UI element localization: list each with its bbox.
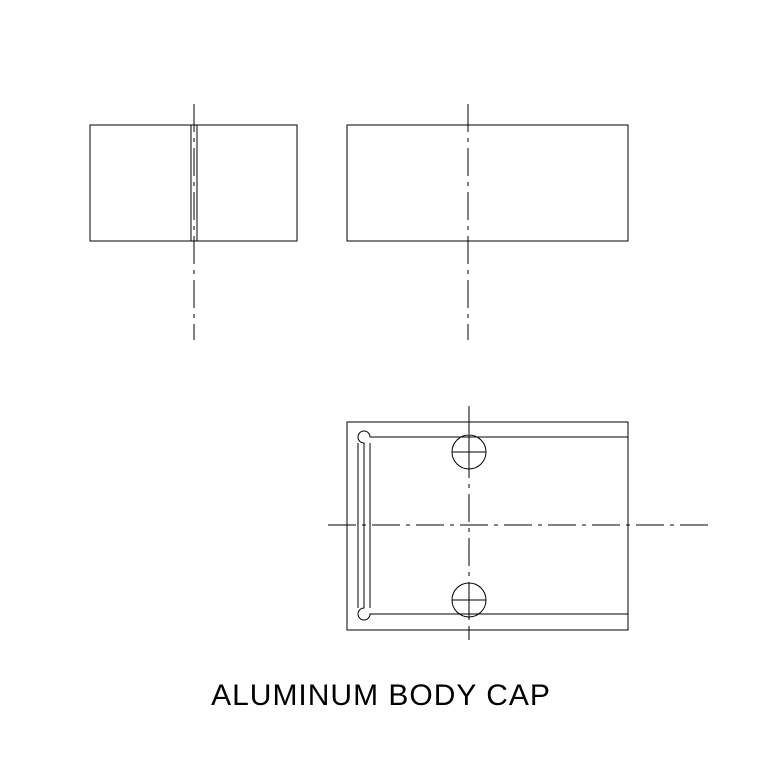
drawing-title: ALUMINUM BODY CAP xyxy=(211,679,551,712)
front-view-outline xyxy=(346,124,629,242)
plan-view-outline xyxy=(346,421,629,631)
front-view xyxy=(346,104,629,340)
side-view xyxy=(89,104,298,340)
plan-view xyxy=(328,406,708,640)
